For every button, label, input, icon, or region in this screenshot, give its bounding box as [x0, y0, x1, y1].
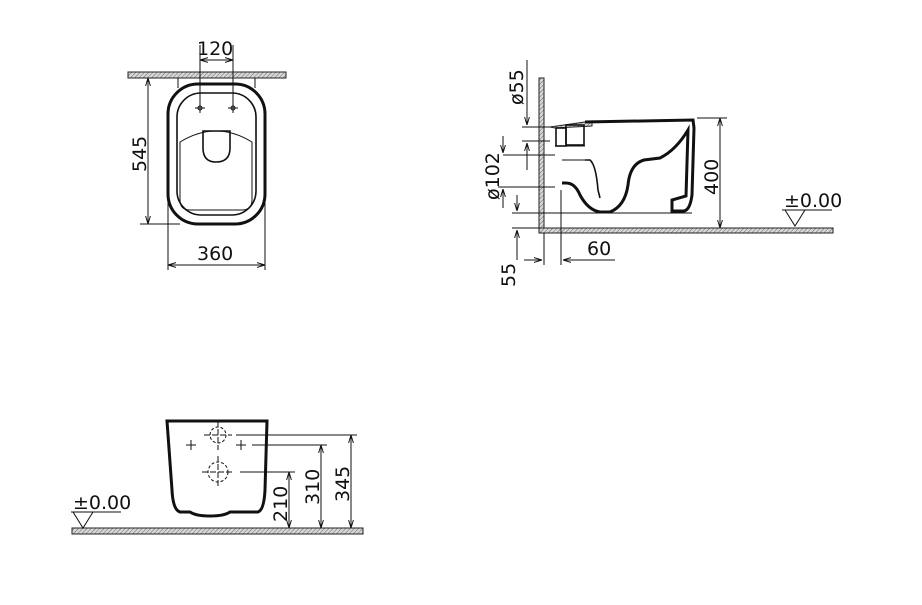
fixing-point-left	[186, 440, 196, 450]
bowl-back-outline	[165, 419, 269, 518]
bowl-profile	[562, 118, 696, 214]
inlet-circle	[204, 421, 232, 450]
top-view: 120 545 360	[127, 38, 287, 270]
floor-section	[71, 527, 364, 535]
dim-360: 360	[197, 243, 233, 265]
back-view: 210 310 345 ±0.00	[71, 419, 364, 535]
dim-345: 345	[332, 466, 354, 502]
dim-310: 310	[302, 469, 324, 505]
level-mark-side: ±0.00	[784, 190, 842, 212]
dim-210: 210	[270, 486, 292, 522]
level-mark-back: ±0.00	[73, 492, 131, 514]
dim-400: 400	[701, 159, 723, 195]
bowl-outline	[166, 82, 267, 226]
fixing-point-right	[236, 440, 246, 450]
dim-diameter-102: ø102	[482, 152, 504, 200]
outlet-circle	[202, 456, 234, 488]
seat-outline	[176, 92, 257, 216]
dim-60: 60	[587, 238, 611, 260]
dim-545: 545	[129, 136, 151, 172]
dim-55: 55	[498, 263, 520, 287]
wall-section	[127, 71, 287, 79]
outlet-hole	[202, 130, 231, 163]
floor-section	[538, 227, 834, 234]
dim-120: 120	[197, 38, 233, 60]
side-view: 400 ±0.00 ø55 ø102 55 60	[482, 60, 842, 287]
dim-diameter-55: ø55	[506, 69, 528, 105]
